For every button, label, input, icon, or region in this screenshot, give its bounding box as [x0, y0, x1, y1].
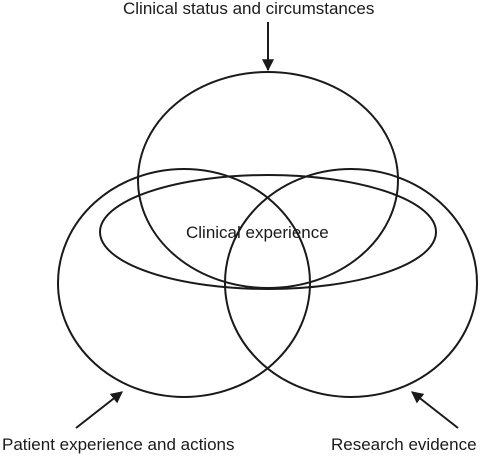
arrow-bottom-left [75, 391, 123, 429]
clinical-status-ellipse [137, 71, 399, 289]
label-patient-experience: Patient experience and actions [2, 435, 235, 454]
label-research-evidence: Research evidence [331, 435, 477, 454]
clinical-experience-ellipse [99, 174, 437, 290]
patient-experience-ellipse [57, 168, 311, 398]
research-evidence-ellipse [224, 168, 478, 398]
arrow-bottom-right [411, 391, 459, 429]
label-clinical-status: Clinical status and circumstances [123, 0, 375, 18]
label-clinical-experience: Clinical experience [186, 223, 329, 242]
